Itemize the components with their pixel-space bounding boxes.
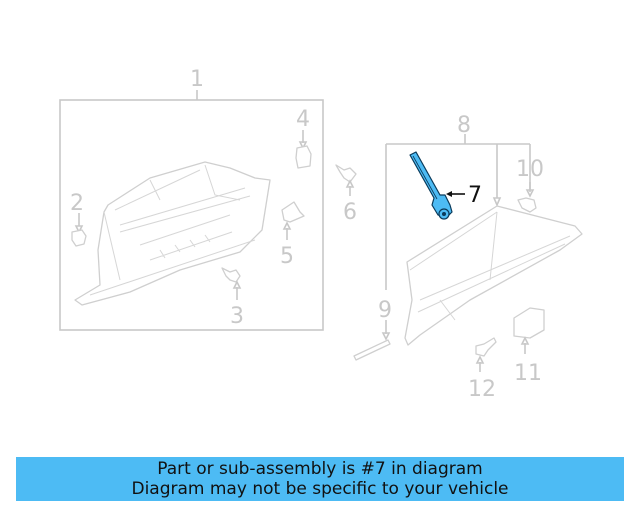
- part-6-screw[interactable]: [335, 164, 357, 196]
- assembly-1-group: 1 2 3 4: [59, 67, 324, 331]
- part-2-clip[interactable]: [71, 213, 87, 247]
- glove-box-housing[interactable]: [74, 161, 271, 306]
- parts-diagram: 1 2 3 4: [59, 67, 583, 402]
- part-12-screw[interactable]: [475, 337, 497, 372]
- callout-9[interactable]: 9: [378, 298, 392, 323]
- part-11-latch[interactable]: [513, 307, 545, 354]
- callout-5[interactable]: 5: [280, 244, 294, 269]
- part-10-bumper[interactable]: [517, 197, 537, 213]
- part-9-pin[interactable]: [353, 320, 391, 361]
- callout-1[interactable]: 1: [190, 67, 204, 92]
- banner-line-1: Part or sub-assembly is #7 in diagram: [157, 459, 483, 479]
- assembly-8-group: [385, 134, 535, 290]
- callout-6[interactable]: 6: [343, 200, 357, 225]
- part-3-bolt[interactable]: [221, 267, 242, 300]
- callout-10[interactable]: 10: [516, 157, 544, 182]
- callout-8[interactable]: 8: [457, 113, 471, 138]
- part-7-damper-highlighted[interactable]: [409, 151, 465, 220]
- callout-7[interactable]: 7: [468, 183, 482, 208]
- info-banner: Part or sub-assembly is #7 in diagram Di…: [16, 457, 624, 501]
- part-5-bracket[interactable]: [281, 201, 305, 240]
- banner-line-2: Diagram may not be specific to your vehi…: [131, 479, 509, 499]
- part-4-clip[interactable]: [295, 130, 312, 169]
- callout-11[interactable]: 11: [514, 361, 542, 386]
- callout-2[interactable]: 2: [70, 191, 84, 216]
- glove-box-door[interactable]: [404, 205, 583, 346]
- callout-12[interactable]: 12: [468, 377, 496, 402]
- callout-4[interactable]: 4: [296, 107, 310, 132]
- callout-3[interactable]: 3: [230, 304, 244, 329]
